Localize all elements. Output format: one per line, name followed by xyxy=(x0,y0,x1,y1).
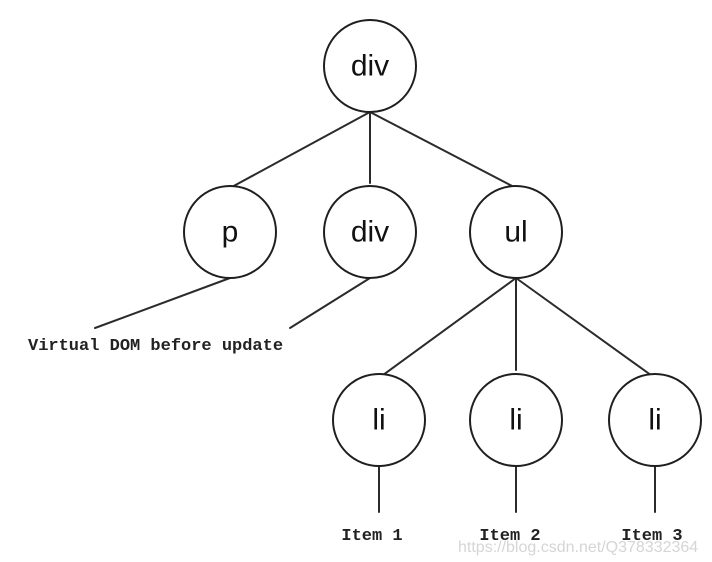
node-div: div xyxy=(323,185,417,279)
item-label-1: Item 1 xyxy=(341,527,402,546)
caption-virtual-dom: Virtual DOM before update xyxy=(28,337,283,356)
node-ul-label: ul xyxy=(504,216,527,249)
node-root-label: div xyxy=(351,50,389,83)
node-li-2-label: li xyxy=(509,404,522,437)
node-p: p xyxy=(183,185,277,279)
node-div-label: div xyxy=(351,216,389,249)
edge-ul-li1 xyxy=(378,277,517,379)
node-li-1-label: li xyxy=(372,404,385,437)
node-ul: ul xyxy=(469,185,563,279)
node-li-2: li xyxy=(469,373,563,467)
item-label-3: Item 3 xyxy=(621,527,682,546)
node-li-3: li xyxy=(608,373,702,467)
edge-p-caption xyxy=(94,277,231,329)
node-root-div: div xyxy=(323,19,417,113)
edge-root-p xyxy=(229,111,371,189)
node-li-1: li xyxy=(332,373,426,467)
node-p-label: p xyxy=(222,216,239,249)
watermark-text: https://blog.csdn.net/Q378332364 xyxy=(458,539,698,556)
edge-div-caption xyxy=(289,277,371,329)
item-label-2: Item 2 xyxy=(479,527,540,546)
edge-ul-li3 xyxy=(515,277,656,379)
node-li-3-label: li xyxy=(648,404,661,437)
edge-root-ul xyxy=(369,111,517,189)
